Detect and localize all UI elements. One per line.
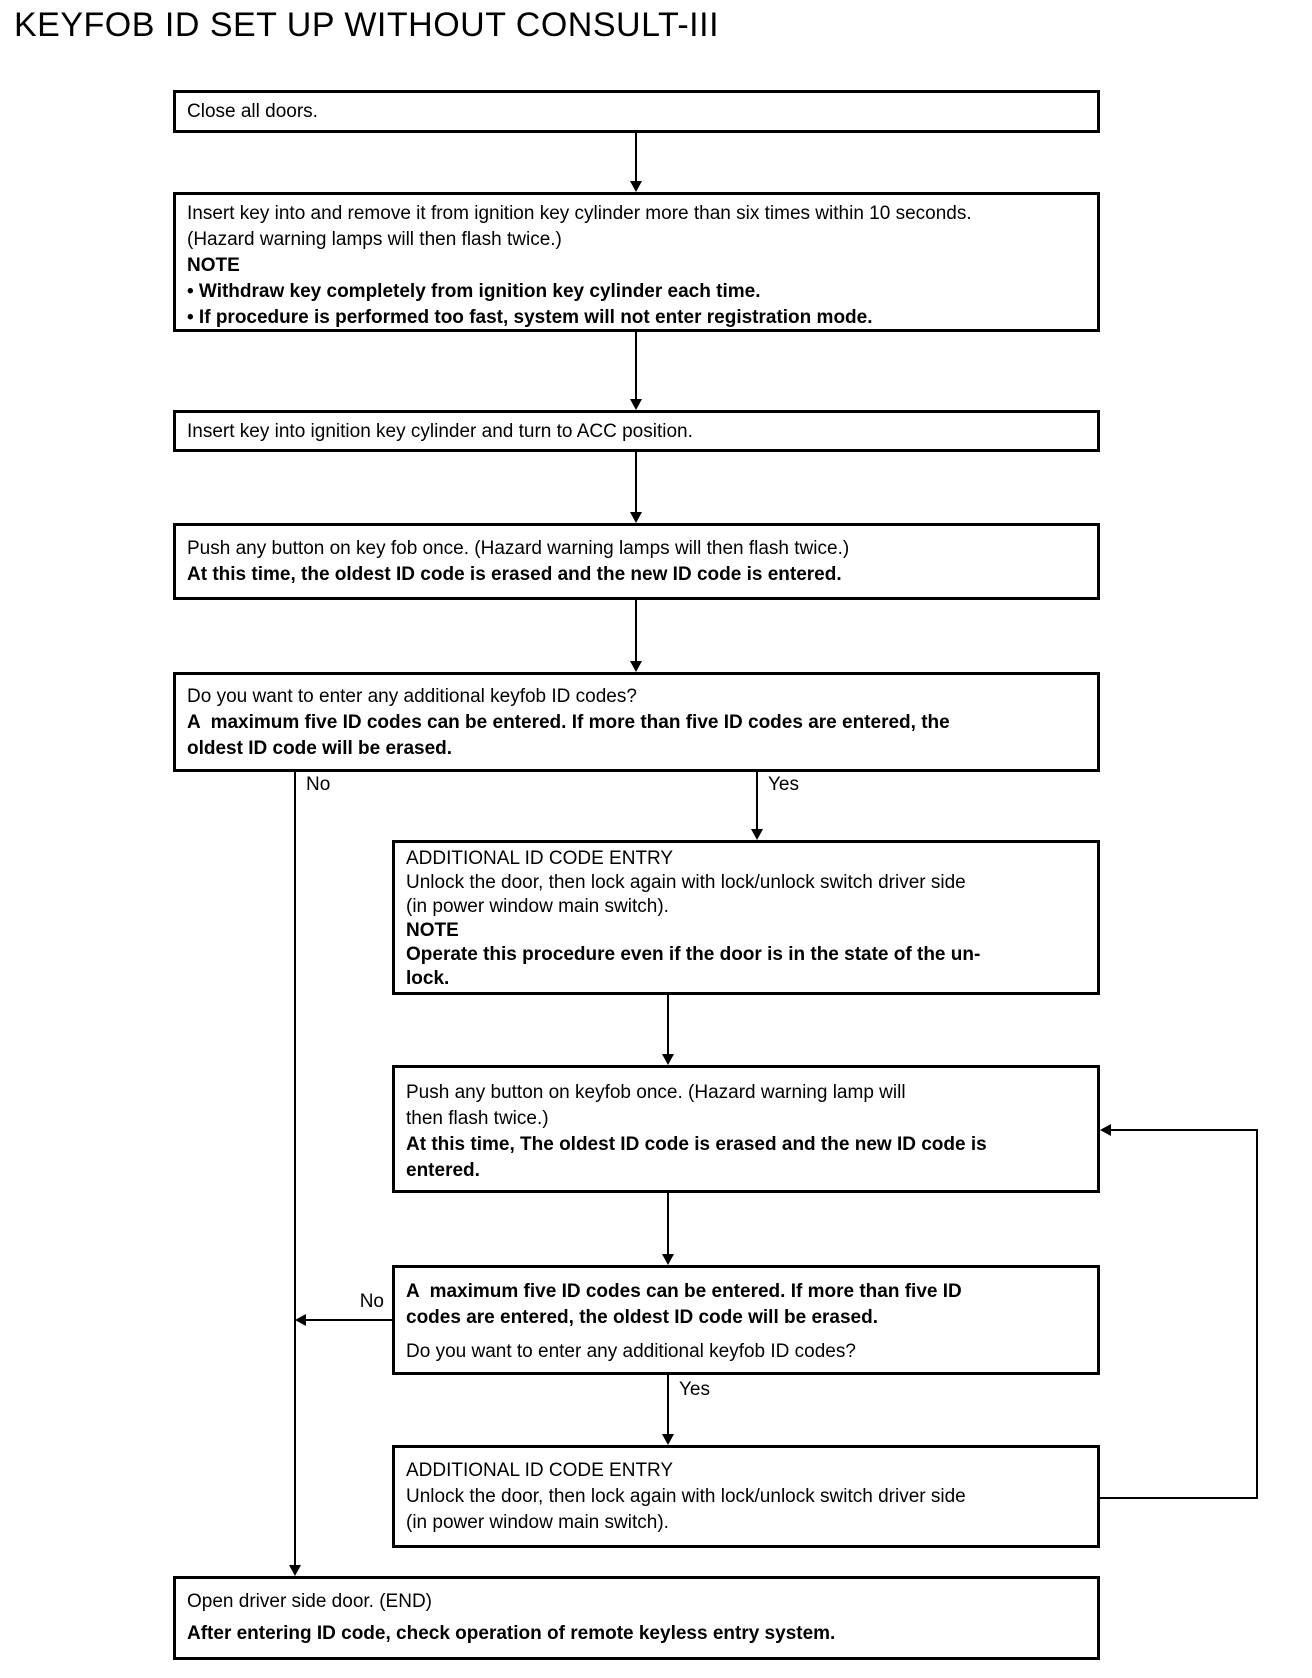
arrowhead-down-icon <box>289 1565 301 1576</box>
step-text-line: Do you want to enter any additional keyf… <box>187 686 637 707</box>
step-text-line: Insert key into ignition key cylinder an… <box>187 421 693 442</box>
note-label: NOTE <box>187 255 240 276</box>
connector-line <box>667 1193 669 1254</box>
step-text-line: entered. <box>406 1160 480 1181</box>
step-text-line: Push any button on key fob once. (Hazard… <box>187 538 850 559</box>
connector-line <box>635 452 637 512</box>
page-title: KEYFOB ID SET UP WITHOUT CONSULT-III <box>14 6 720 44</box>
arrowhead-down-icon <box>662 1254 674 1265</box>
branch-label-yes: Yes <box>679 1379 710 1400</box>
note-text-line: Operate this procedure even if the door … <box>406 944 981 965</box>
step-text-line: oldest ID code will be erased. <box>187 738 453 759</box>
note-bullet-line: • Withdraw key completely from ignition … <box>187 281 761 302</box>
decision-additional-codes: Do you want to enter any additional keyf… <box>173 672 1100 772</box>
step-text-line: Unlock the door, then lock again with lo… <box>406 1486 966 1507</box>
step-text-line: Do you want to enter any additional keyf… <box>406 1341 856 1362</box>
step-heading: ADDITIONAL ID CODE ENTRY <box>406 1460 674 1481</box>
branch-label-no: No <box>359 1291 384 1312</box>
step-text-line: Open driver side door. (END) <box>187 1591 432 1612</box>
loop-line-right <box>1256 1130 1258 1499</box>
step-text-line: A maximum five ID codes can be entered. … <box>406 1281 962 1302</box>
loop-line-top <box>1111 1129 1258 1131</box>
note-text-line: lock. <box>406 968 450 989</box>
step-text-line: codes are entered, the oldest ID code wi… <box>406 1307 878 1328</box>
step-additional-id-code-entry-1: ADDITIONAL ID CODE ENTRY Unlock the door… <box>392 840 1100 995</box>
connector-line <box>635 332 637 399</box>
arrowhead-down-icon <box>751 829 763 840</box>
branch-line-no <box>294 772 296 1565</box>
step-text-line: Close all doors. <box>187 101 318 122</box>
step-text-line: (Hazard warning lamps will then flash tw… <box>187 229 562 250</box>
arrowhead-down-icon <box>662 1054 674 1065</box>
step-text-line: A maximum five ID codes can be entered. … <box>187 712 950 733</box>
step-push-button-keyfob-2: Push any button on keyfob once. (Hazard … <box>392 1065 1100 1193</box>
arrowhead-left-icon <box>295 1314 306 1326</box>
note-label: NOTE <box>406 920 459 941</box>
connector-line <box>635 133 637 181</box>
step-text-line: After entering ID code, check operation … <box>187 1623 836 1644</box>
step-text-line: then flash twice.) <box>406 1108 549 1129</box>
step-text-line: At this time, the oldest ID code is eras… <box>187 564 842 585</box>
step-text-line: (in power window main switch). <box>406 1512 669 1533</box>
arrowhead-down-icon <box>630 512 642 523</box>
step-key-to-acc: Insert key into ignition key cylinder an… <box>173 410 1100 452</box>
step-text-line: Push any button on keyfob once. (Hazard … <box>406 1082 906 1103</box>
step-push-button-once: Push any button on key fob once. (Hazard… <box>173 523 1100 600</box>
arrowhead-down-icon <box>630 399 642 410</box>
branch-label-yes: Yes <box>768 774 799 795</box>
loop-line-bottom <box>1100 1497 1258 1499</box>
note-bullet-line: • If procedure is performed too fast, sy… <box>187 307 873 328</box>
step-heading: ADDITIONAL ID CODE ENTRY <box>406 848 674 869</box>
step-text-line: Unlock the door, then lock again with lo… <box>406 872 966 893</box>
step-text-line: Insert key into and remove it from ignit… <box>187 203 972 224</box>
arrowhead-down-icon <box>630 661 642 672</box>
step-open-door-end: Open driver side door. (END) After enter… <box>173 1576 1100 1660</box>
branch-label-no: No <box>306 774 331 795</box>
step-text-line: At this time, The oldest ID code is eras… <box>406 1134 987 1155</box>
branch-line-yes <box>756 772 758 829</box>
step-close-all-doors: Close all doors. <box>173 90 1100 133</box>
connector-line <box>667 995 669 1054</box>
step-insert-remove-key: Insert key into and remove it from ignit… <box>173 192 1100 332</box>
connector-line <box>635 600 637 661</box>
decision-additional-codes-2: A maximum five ID codes can be entered. … <box>392 1265 1100 1375</box>
arrowhead-down-icon <box>630 181 642 192</box>
step-additional-id-code-entry-2: ADDITIONAL ID CODE ENTRY Unlock the door… <box>392 1445 1100 1548</box>
branch-line-no <box>306 1319 392 1321</box>
step-text-line: (in power window main switch). <box>406 896 669 917</box>
branch-line-yes <box>667 1375 669 1434</box>
arrowhead-down-icon <box>662 1434 674 1445</box>
arrowhead-left-icon <box>1100 1124 1111 1136</box>
